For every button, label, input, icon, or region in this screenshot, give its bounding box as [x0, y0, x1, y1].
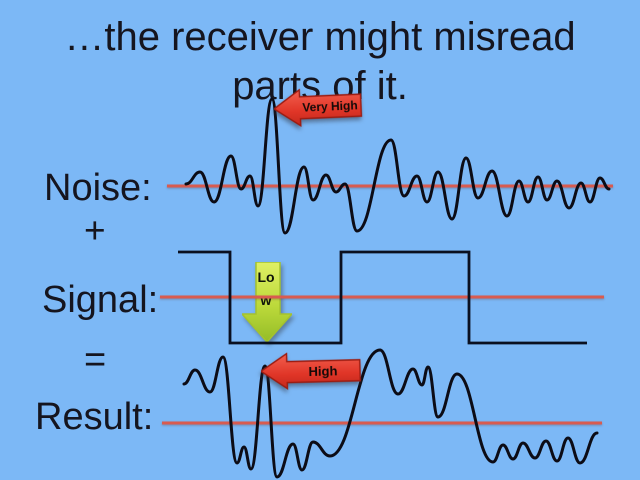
signal-low-annotation: Low — [257, 269, 275, 308]
signal-square-wave — [178, 250, 587, 345]
left-arrow-icon: High — [260, 351, 362, 392]
noise-peak-annotation: Very High — [302, 98, 358, 115]
noise-waveform — [184, 97, 611, 235]
result-waveform — [182, 348, 599, 479]
left-arrow-icon: Very High — [273, 86, 363, 128]
down-arrow-icon — [240, 261, 294, 344]
signal-label: Signal: — [42, 279, 159, 321]
plus-operator: + — [84, 210, 106, 251]
slide-title: …the receiver might misread parts of it. — [0, 13, 640, 111]
equals-operator: = — [84, 339, 107, 381]
slide-title-line1: …the receiver might misread — [64, 15, 576, 59]
noise-label: Noise: — [44, 167, 152, 209]
result-peak-annotation: High — [308, 362, 338, 379]
baseline-group — [160, 184, 613, 425]
result-label: Result: — [35, 396, 154, 438]
